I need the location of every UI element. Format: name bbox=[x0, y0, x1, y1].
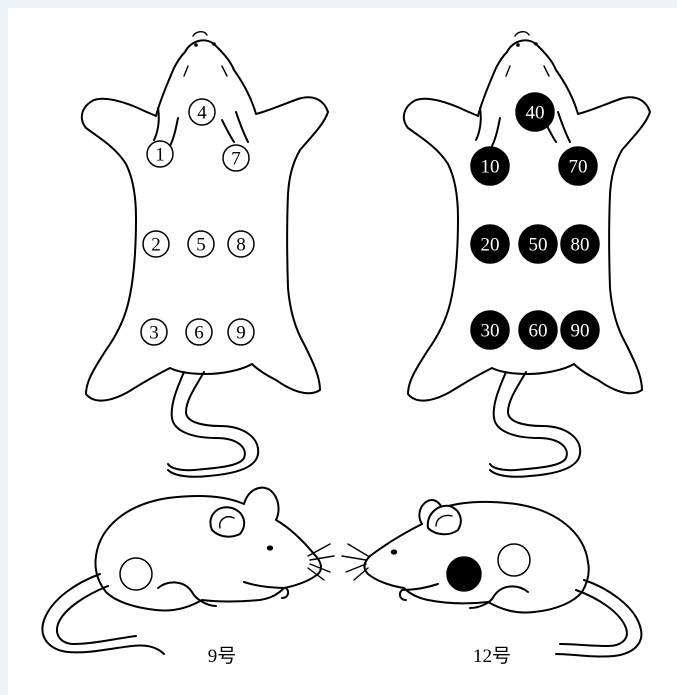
mark-label-left-3: 3 bbox=[149, 323, 159, 344]
mark-label-right-50: 50 bbox=[529, 235, 548, 256]
rat-side-view-left bbox=[42, 488, 334, 654]
mark-label-left-5: 5 bbox=[196, 235, 206, 256]
rat-side-view-right bbox=[342, 500, 641, 657]
mark-label-left-6: 6 bbox=[194, 323, 204, 344]
mark-label-right-70: 70 bbox=[569, 157, 588, 178]
mark-label-right-90: 90 bbox=[571, 321, 590, 342]
mark-label-right-40: 40 bbox=[526, 103, 545, 124]
mark-label-right-10: 10 bbox=[481, 157, 500, 178]
mark-label-left-2: 2 bbox=[151, 235, 161, 256]
side-mark-filled-right bbox=[447, 557, 481, 591]
mark-label-right-60: 60 bbox=[529, 321, 548, 342]
mark-label-left-4: 4 bbox=[197, 103, 207, 124]
mark-label-left-9: 9 bbox=[236, 323, 246, 344]
rat-marking-diagram: 4 1 7 2 5 8 3 6 9 40 10 70 20 50 80 30 60 90 bbox=[8, 8, 677, 695]
diagram-canvas: 4 1 7 2 5 8 3 6 9 40 10 70 20 50 80 30 60 90 bbox=[8, 8, 677, 695]
side-mark-open-left bbox=[120, 558, 152, 590]
mark-label-right-30: 30 bbox=[481, 321, 500, 342]
caption-right: 12号 bbox=[473, 646, 511, 667]
mark-label-right-80: 80 bbox=[571, 235, 590, 256]
side-mark-open-right bbox=[498, 544, 530, 576]
caption-left: 9号 bbox=[208, 646, 237, 667]
mark-label-left-1: 1 bbox=[155, 145, 165, 166]
mark-label-right-20: 20 bbox=[481, 235, 500, 256]
mark-label-left-7: 7 bbox=[231, 149, 241, 170]
mark-label-left-8: 8 bbox=[236, 235, 246, 256]
